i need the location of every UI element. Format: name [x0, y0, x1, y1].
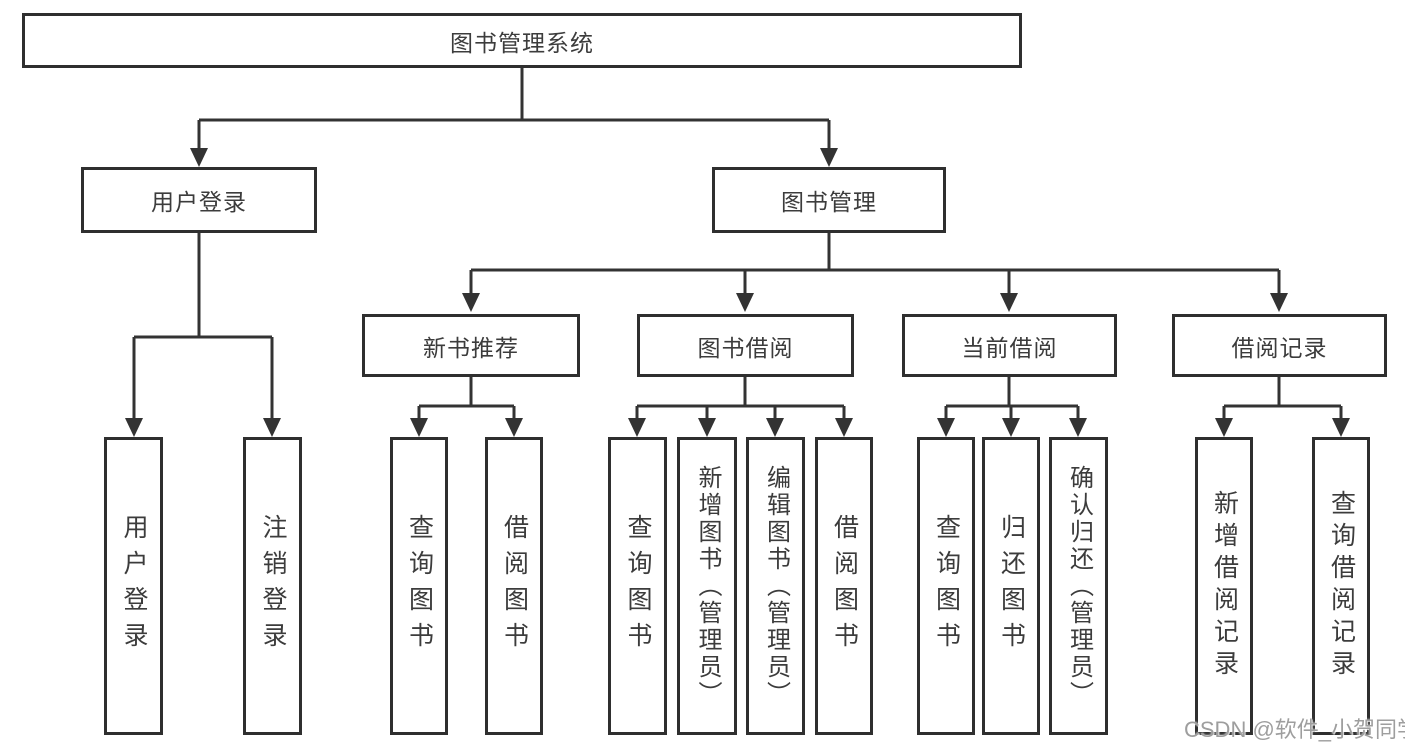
leaf-user-login: 用户登录 — [104, 437, 163, 735]
node-current-borrow: 当前借阅 — [902, 314, 1117, 377]
leaf-borrow-edit-books-admin: 编辑图书（管理员） — [746, 437, 805, 735]
leaf-current-confirm-return-admin: 确认归还（管理员） — [1049, 437, 1108, 735]
leaf-current-return-books: 归还图书 — [982, 437, 1040, 735]
leaf-borrow-borrow-books: 借阅图书 — [815, 437, 873, 735]
leaf-recommend-borrow-books: 借阅图书 — [485, 437, 543, 735]
leaf-borrow-add-books-admin: 新增图书（管理员） — [677, 437, 737, 735]
node-user-login: 用户登录 — [81, 167, 317, 233]
node-book-management: 图书管理 — [712, 167, 946, 233]
leaf-recommend-query-books: 查询图书 — [390, 437, 448, 735]
node-book-borrow: 图书借阅 — [637, 314, 854, 377]
csdn-watermark: CSDN @软件_小贺同学 — [1184, 717, 1405, 742]
node-root-system: 图书管理系统 — [22, 13, 1022, 68]
leaf-current-query-books: 查询图书 — [917, 437, 975, 735]
leaf-borrow-query-books: 查询图书 — [608, 437, 667, 735]
node-borrow-records: 借阅记录 — [1172, 314, 1387, 377]
leaf-logout: 注销登录 — [243, 437, 302, 735]
leaf-records-add-record: 新增借阅记录 — [1195, 437, 1253, 735]
arrowheads — [125, 148, 1350, 437]
leaf-records-query-record: 查询借阅记录 — [1312, 437, 1370, 735]
node-new-book-recommend: 新书推荐 — [362, 314, 580, 377]
